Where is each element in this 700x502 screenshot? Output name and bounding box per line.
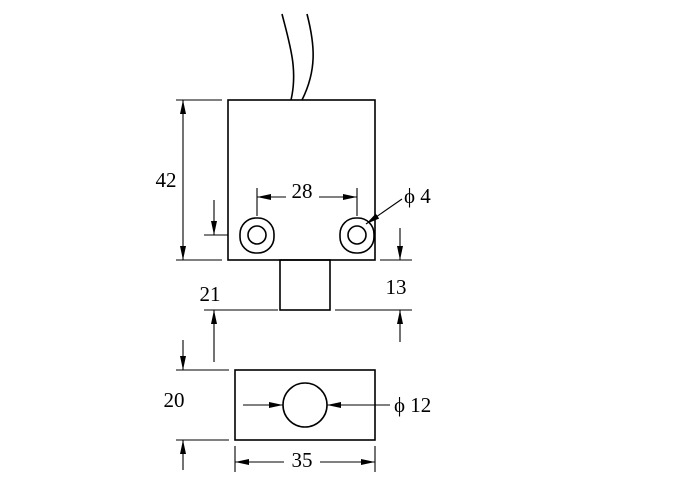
cable-right-edge <box>301 13 314 101</box>
dim-label-mount-hole-diameter: ϕ 4 <box>404 184 431 208</box>
dim-base-height <box>176 340 229 470</box>
dim-boss-height <box>335 228 412 342</box>
mount-hole-right <box>339 217 375 254</box>
dim-base-width <box>234 446 376 472</box>
dim-label-boss-height: 13 <box>386 275 407 299</box>
dim-label-hole-spacing: 28 <box>292 179 313 203</box>
bore-circle <box>282 382 328 428</box>
mounting-boss <box>279 259 331 311</box>
dim-label-base-width: 35 <box>292 448 313 472</box>
dim-mount-hole-diameter-leader <box>365 198 403 225</box>
dim-label-hole-to-boss-bottom: 21 <box>200 282 221 306</box>
component-front-view <box>227 13 376 311</box>
mount-hole-left <box>239 217 275 254</box>
dim-label-body-height: 42 <box>156 168 177 192</box>
dim-label-bore-diameter: ϕ 12 <box>394 393 431 417</box>
dimension-lines <box>176 99 412 472</box>
dim-body-height <box>176 99 222 261</box>
dimension-labels: 42 28 ϕ 4 13 21 20 ϕ 12 35 <box>156 168 432 472</box>
dim-hole-to-boss-bottom <box>204 200 278 362</box>
dim-hole-spacing <box>256 188 358 216</box>
cable-left-edge <box>281 13 295 101</box>
dim-label-base-height: 20 <box>164 388 185 412</box>
